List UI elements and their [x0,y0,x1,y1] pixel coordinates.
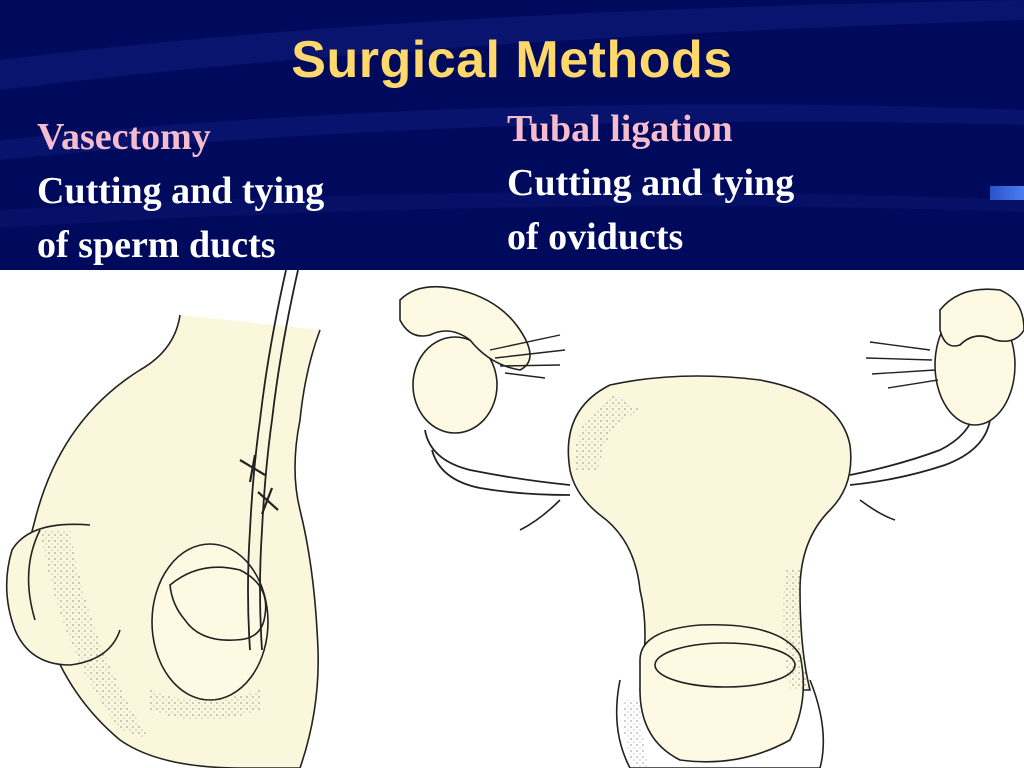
blue-accent-bar [990,186,1024,200]
tubal-ligation-block: Tubal ligation Cutting and tying of ovid… [507,102,794,264]
anatomy-illustration [5,270,1024,768]
tubal-ligation-line-1: Cutting and tying [507,162,795,204]
female-anatomy-drawing [399,285,1024,768]
vasectomy-line-1: Cutting and tying [37,170,325,212]
header-band [0,0,1024,270]
male-anatomy-drawing [5,270,321,768]
header-swoosh-decoration [0,0,1024,228]
slide-title: Surgical Methods [291,31,733,89]
tubal-ligation-heading: Tubal ligation [507,108,733,150]
vasectomy-line-2: of sperm ducts [37,224,276,266]
vasectomy-block: Vasectomy Cutting and tying of sperm duc… [37,110,324,272]
vasectomy-heading: Vasectomy [37,116,211,158]
tubal-ligation-line-2: of oviducts [507,216,684,258]
